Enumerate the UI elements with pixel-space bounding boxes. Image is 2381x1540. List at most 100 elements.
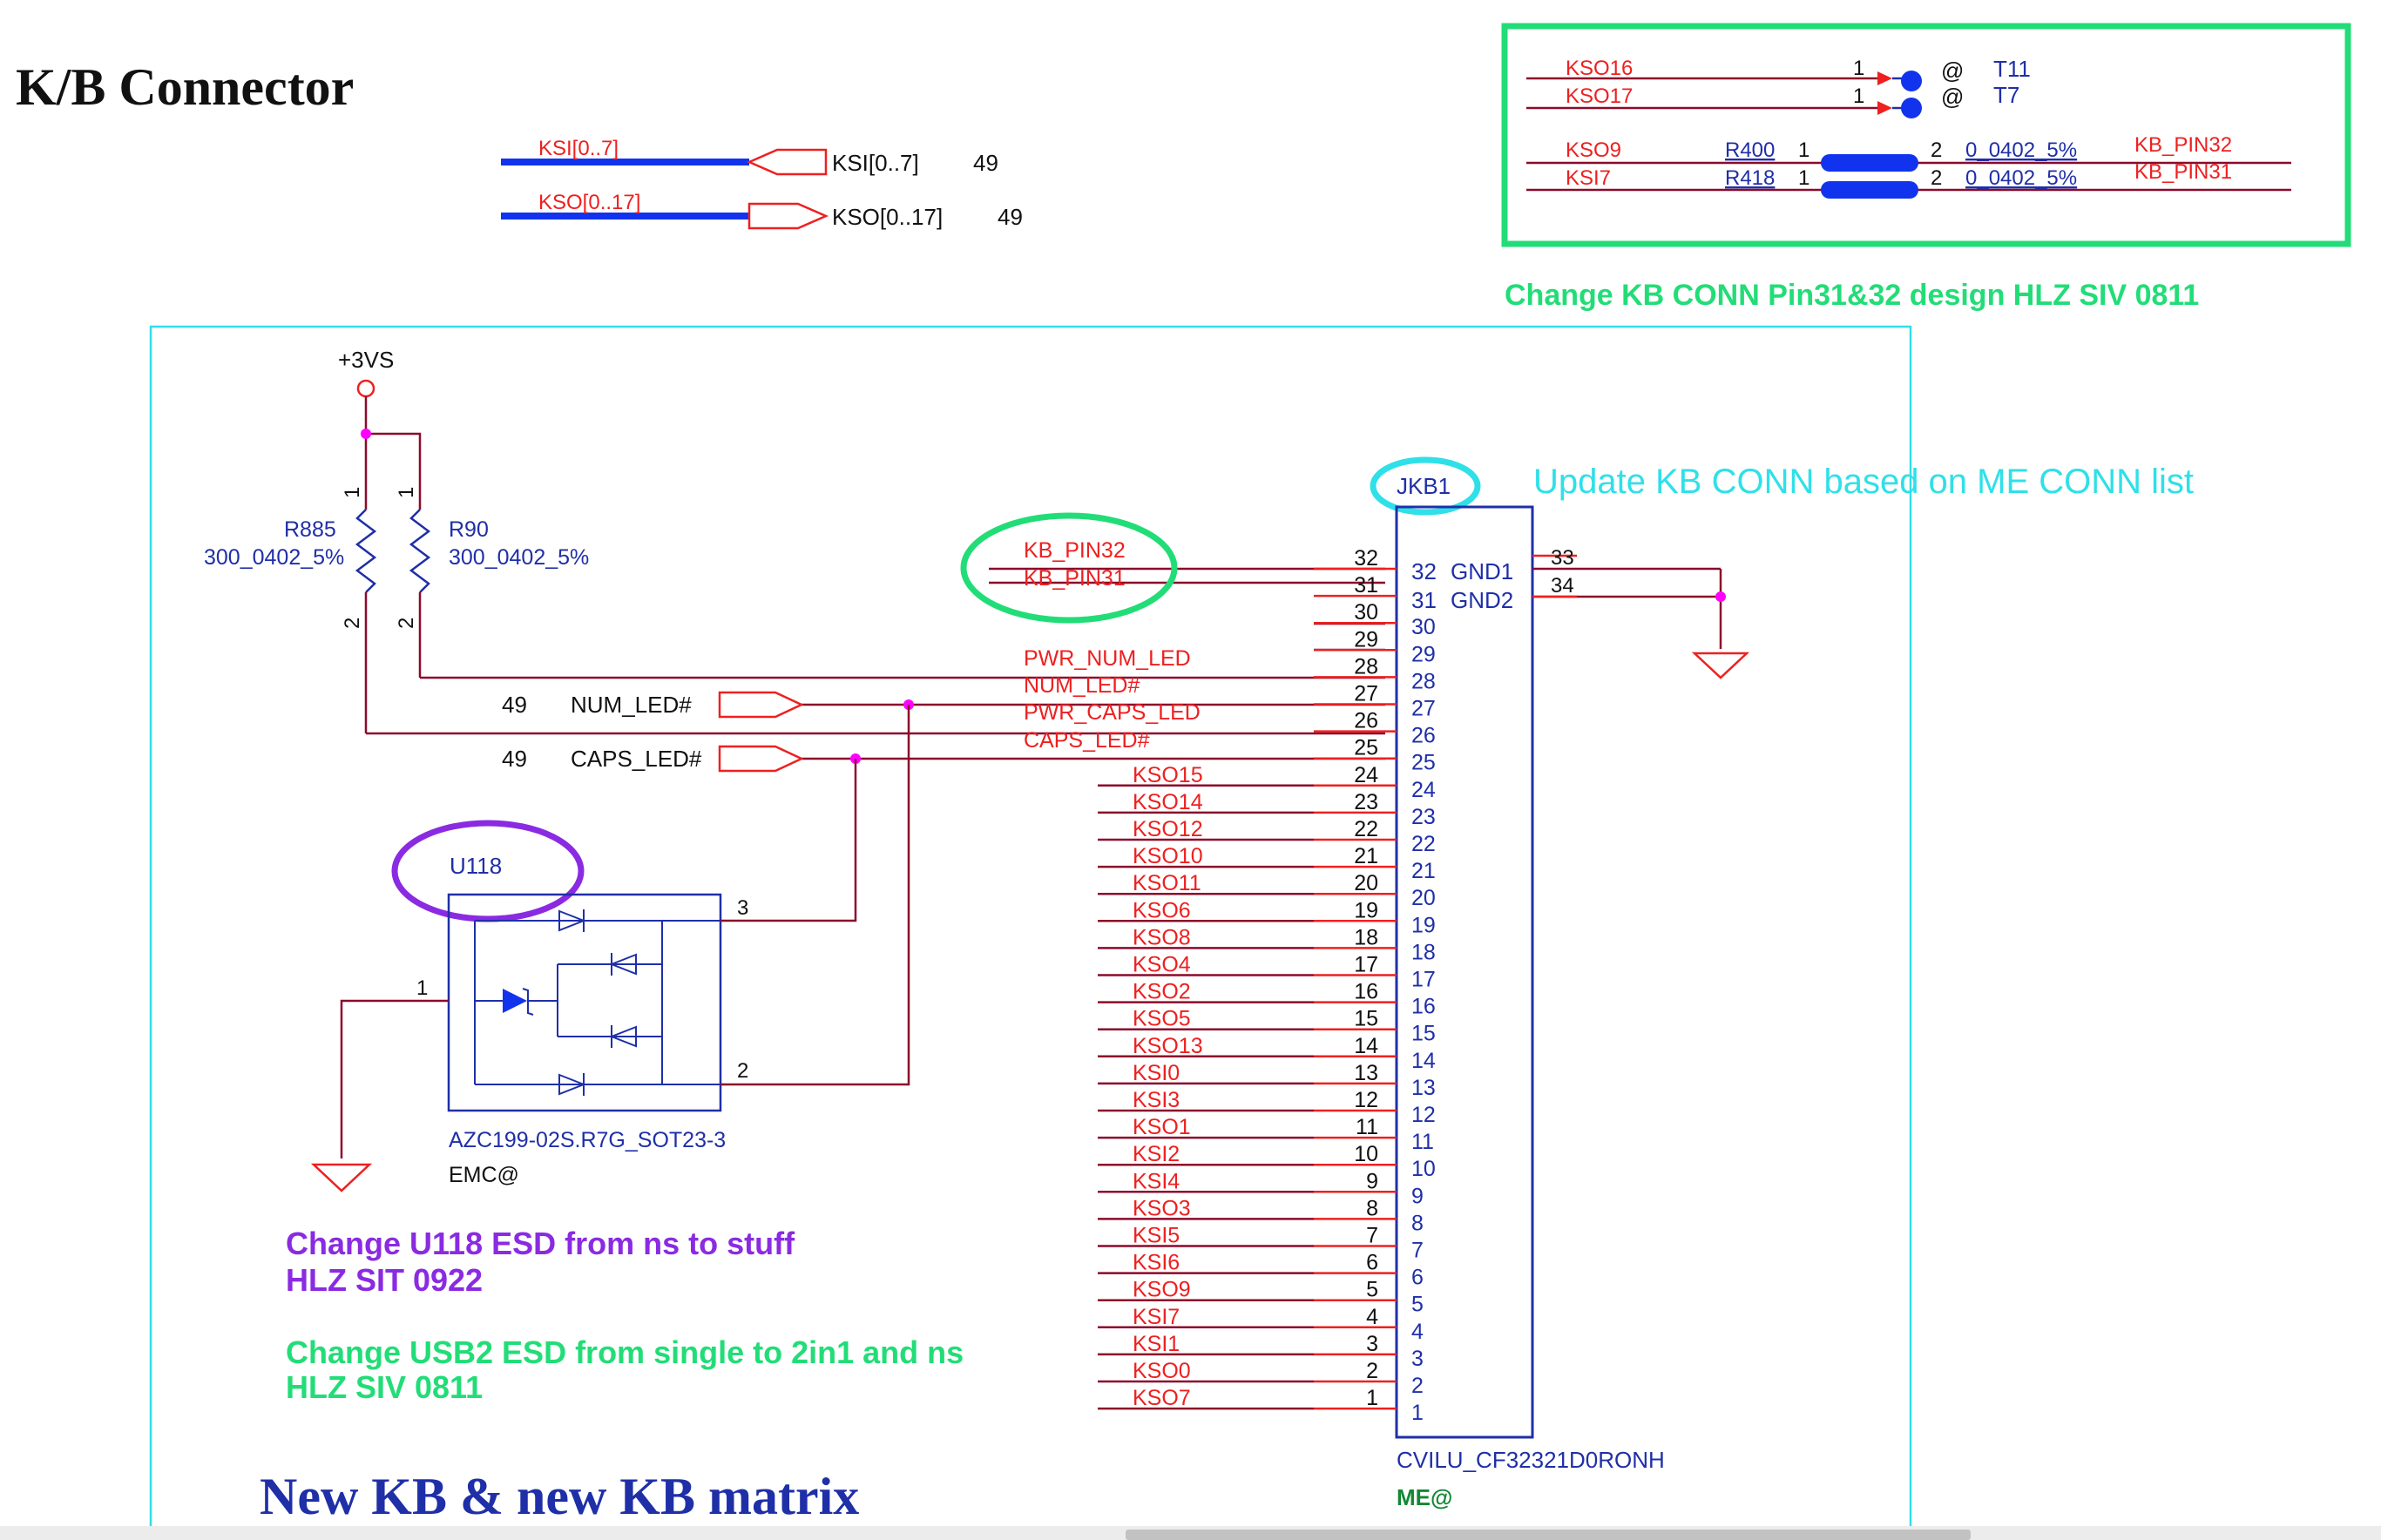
pin-net-label: KSO9 xyxy=(1133,1278,1191,1302)
connector-inner-pin: 27 xyxy=(1411,697,1436,721)
pin-number: 24 xyxy=(1354,763,1378,787)
ground-symbol-conn xyxy=(1691,652,1750,679)
pin-net-label: KSO13 xyxy=(1133,1034,1203,1058)
pin-number: 15 xyxy=(1354,1007,1378,1031)
jumper-r400 xyxy=(1821,154,1918,172)
pin-number: 19 xyxy=(1354,898,1378,922)
pin-net-label: KSI2 xyxy=(1133,1142,1180,1166)
resistor-r885 xyxy=(355,509,377,593)
pin-number: 8 xyxy=(1366,1196,1378,1220)
j2-ref: R418 xyxy=(1725,166,1775,190)
num-led-page: 49 xyxy=(502,692,527,718)
connector-inner-pin: 1 xyxy=(1411,1401,1424,1425)
pin-number: 28 xyxy=(1354,654,1378,679)
u118-pin3: 3 xyxy=(737,896,748,920)
top-net-label: PWR_NUM_LED xyxy=(1024,646,1191,671)
pin-number: 18 xyxy=(1354,925,1378,949)
pin-number: 4 xyxy=(1366,1305,1378,1329)
connector-pin: KSI0 13 xyxy=(1098,1061,1397,1085)
pin-net-label: KSO8 xyxy=(1133,925,1191,949)
ground-symbol-u118 xyxy=(310,1163,373,1192)
note-update-conn: Update KB CONN based on ME CONN list xyxy=(1533,463,2194,501)
scrollbar-thumb[interactable] xyxy=(1126,1530,1971,1540)
pin-number: 12 xyxy=(1354,1088,1378,1112)
connector-me: ME@ xyxy=(1397,1484,1452,1510)
u118-pin1: 1 xyxy=(416,976,428,1000)
pin-net-label: KSO12 xyxy=(1133,817,1203,841)
connector-pin: 31 xyxy=(1314,573,1397,598)
bus-ksi-port: KSI[0..7] xyxy=(832,150,919,176)
pin-number: 13 xyxy=(1354,1061,1378,1085)
j2-out: KB_PIN31 xyxy=(2134,160,2232,184)
j1-p2: 2 xyxy=(1931,138,1942,162)
connector-pin: 25 xyxy=(1314,736,1397,760)
tp2-ref: T7 xyxy=(1993,82,2019,108)
pin34-label: 34 xyxy=(1551,574,1574,598)
footer-title: New KB & new KB matrix xyxy=(260,1468,859,1525)
gnd1-label: GND1 xyxy=(1451,558,1513,584)
note-pin-change: Change KB CONN Pin31&32 design HLZ SIV 0… xyxy=(1505,279,2199,312)
power-symbol xyxy=(356,379,375,398)
connector-inner-pin: 10 xyxy=(1411,1157,1436,1181)
pin-net-label: KSI0 xyxy=(1133,1061,1180,1085)
pin-number: 6 xyxy=(1366,1251,1378,1275)
connector-ground: 33 34 32 GND1 31 GND2 xyxy=(1411,546,1750,679)
bus-kso-page: 49 xyxy=(998,204,1023,230)
j2-p2: 2 xyxy=(1931,166,1942,190)
connector-inner-pin: 19 xyxy=(1411,913,1436,937)
testpoint-t11 xyxy=(1901,71,1922,91)
top-net-labels: KB_PIN32KB_PIN31PWR_NUM_LEDNUM_LED#PWR_C… xyxy=(1024,538,1201,753)
connector-inner-pin: 9 xyxy=(1411,1184,1424,1208)
connector-inner-pin: 7 xyxy=(1411,1239,1424,1263)
pin-net-label: KSO14 xyxy=(1133,790,1203,814)
connector-inner-pin: 5 xyxy=(1411,1293,1424,1317)
connector-inner-pin: 26 xyxy=(1411,724,1436,748)
kb-pin-highlight xyxy=(960,512,1178,624)
u118-emc: EMC@ xyxy=(449,1163,519,1187)
u118-ref: U118 xyxy=(450,853,502,879)
pin-number: 5 xyxy=(1366,1278,1378,1302)
bus-ksi-page: 49 xyxy=(973,150,998,176)
connector-pin: KSI7 4 xyxy=(1098,1305,1397,1329)
note-u118-line1: Change U118 ESD from ns to stuff xyxy=(286,1226,795,1261)
note-usb-line1: Change USB2 ESD from single to 2in1 and … xyxy=(286,1334,964,1370)
pin-number: 30 xyxy=(1354,600,1378,625)
num-led-port-label: NUM_LED# xyxy=(571,692,692,718)
change-box: KSO16 KSO17 1 1 @ @ T11 T7 KSO9 KSI7 R40… xyxy=(1501,23,2351,247)
pin-net-label: KSO10 xyxy=(1133,844,1203,868)
r885-pin2: 2 xyxy=(341,618,364,629)
u118-pin2: 2 xyxy=(737,1059,748,1083)
caps-led-port-label: CAPS_LED# xyxy=(571,746,702,772)
connector-inner-pin: 8 xyxy=(1411,1211,1424,1235)
connector-jkb1 xyxy=(1395,505,1534,1439)
tp1-ref: T11 xyxy=(1993,56,2031,82)
pin-number: 25 xyxy=(1354,736,1378,760)
pin-net-label: KSI7 xyxy=(1133,1305,1180,1329)
connector-pin: 27 xyxy=(1314,682,1397,706)
pin-net-label: KSO3 xyxy=(1133,1196,1191,1220)
jumper-r418 xyxy=(1821,181,1918,199)
num-led-port xyxy=(718,691,804,719)
connector-inner-pin: 23 xyxy=(1411,805,1436,829)
pin-number: 26 xyxy=(1354,709,1378,733)
connector-inner-pin: 25 xyxy=(1411,751,1436,775)
top-net-label: CAPS_LED# xyxy=(1024,728,1150,753)
pin-number: 32 xyxy=(1354,546,1378,571)
pin-net-label: KSI5 xyxy=(1133,1224,1180,1248)
j1-out: KB_PIN32 xyxy=(2134,133,2232,157)
pin-net-label: KSO15 xyxy=(1133,763,1203,787)
tp2-pin: 1 xyxy=(1853,84,1864,108)
connector-inner-pin: 24 xyxy=(1411,778,1436,802)
horizontal-scrollbar[interactable] xyxy=(0,1526,2381,1540)
connector-inner-pin: 6 xyxy=(1411,1266,1424,1290)
tp2-net: KSO17 xyxy=(1566,84,1633,108)
pin-number: 7 xyxy=(1366,1224,1378,1248)
jkb1-highlight xyxy=(1370,456,1481,516)
